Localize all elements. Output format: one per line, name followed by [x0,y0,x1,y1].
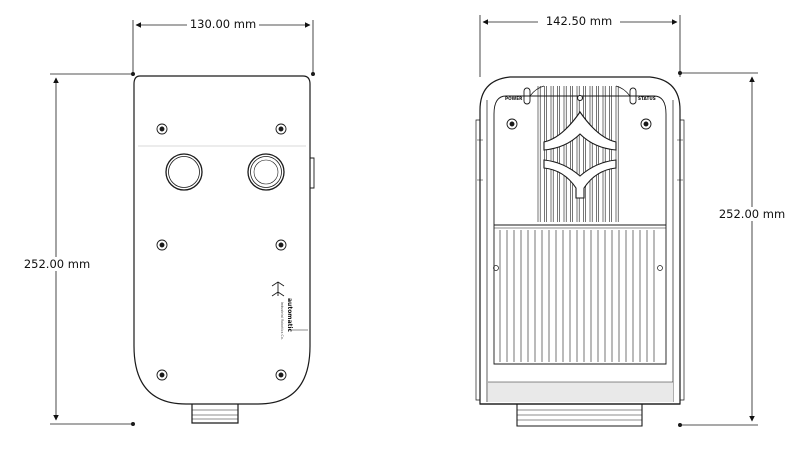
front-height-dimension [50,73,135,426]
front-height-label: 252.00 mm [24,257,90,271]
front-width-label: 130.00 mm [190,17,256,31]
back-height-label-bg [709,207,795,221]
front-lens-right [247,153,285,191]
back-height-dimension [678,72,758,427]
brand-logo-icon [271,281,285,297]
front-side-bump [310,157,315,189]
brand-text: automatic [286,298,293,333]
heatsink-fins [499,86,655,362]
back-bottom-band [488,382,673,402]
back-logo-icon [543,94,617,199]
brand-subtext: Industrial Robotics Co. [280,302,284,340]
front-connector [191,404,239,424]
power-indicator [523,87,531,105]
front-body-outline [133,75,311,405]
back-inner-panel [493,95,667,365]
back-width-label: 142.50 mm [546,14,612,28]
power-label: POWER [505,96,523,101]
front-screw [156,123,287,381]
back-screw [493,118,663,271]
front-view [133,75,315,424]
back-height-label: 252.00 mm [719,207,785,221]
front-height-label-bg [16,257,98,271]
back-width-label-bg [538,14,620,28]
back-connector [516,404,643,427]
status-indicator [629,87,637,105]
front-lens-left [165,153,203,191]
status-label: STATUS [638,96,656,101]
front-width-label-bg [187,17,259,31]
